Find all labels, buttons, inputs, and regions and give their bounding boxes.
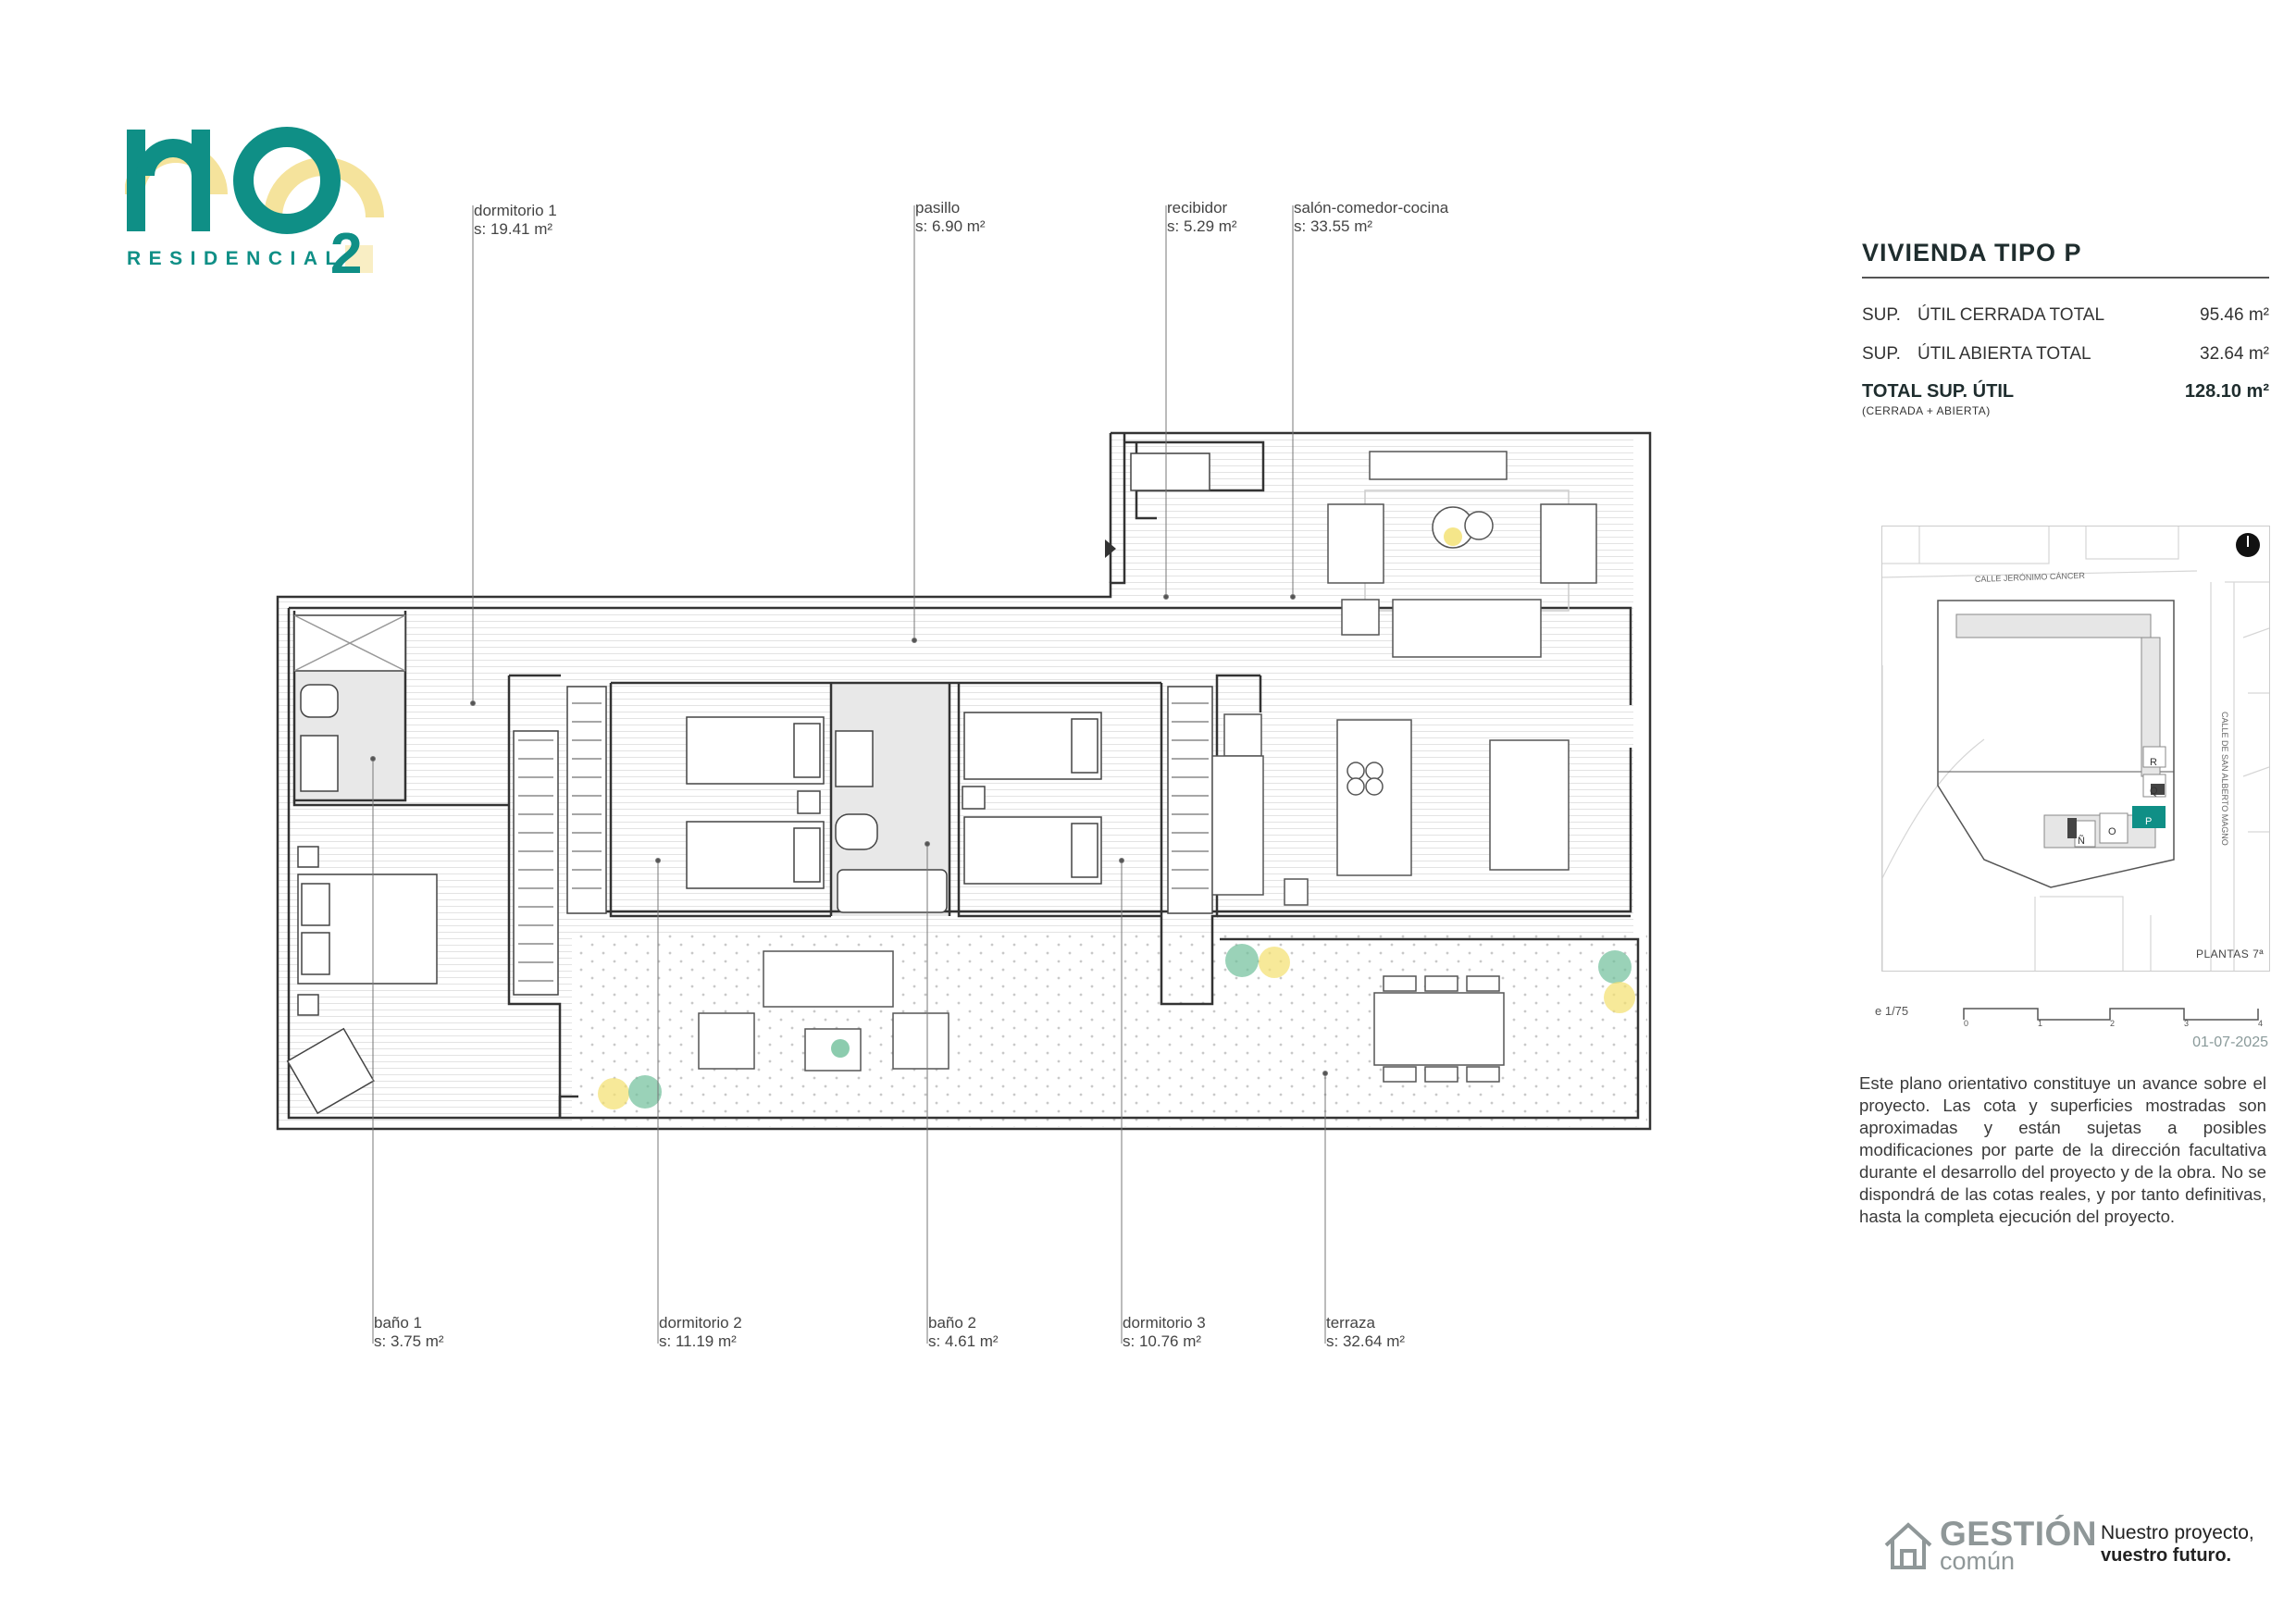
floor-label: PLANTAS 7ª: [2196, 948, 2265, 960]
footer-brand-bottom: común: [1940, 1547, 2016, 1575]
wardrobes: [513, 452, 1213, 996]
summary-row-total: TOTAL SUP. ÚTIL 128.10 m²: [1862, 381, 2269, 402]
svg-text:CALLE JERÓNIMO CÁNCER: CALLE JERÓNIMO CÁNCER: [1975, 571, 2086, 584]
bath-fixtures: [293, 614, 986, 1016]
svg-text:O: O: [2108, 826, 2116, 837]
logo-graphic: 2 2: [124, 127, 384, 286]
svg-text:4: 4: [2258, 1019, 2263, 1027]
summary-row-open: SUP. ÚTIL ABIERTA TOTAL 32.64 m²: [1862, 344, 2269, 364]
svg-text:P: P: [2145, 816, 2152, 827]
entrance-arrow-icon: [1105, 539, 1116, 558]
site-map: R Q P O Ñ CALLE JERÓNIMO CÁNCER CALLE DE…: [1881, 526, 2270, 972]
footer-slogan-line2: vuestro futuro.: [2101, 1545, 2232, 1566]
svg-text:2: 2: [330, 222, 362, 278]
svg-text:3: 3: [2184, 1019, 2189, 1027]
leader-lines: [370, 205, 1328, 1344]
svg-text:R: R: [2150, 757, 2157, 768]
site-map-graphic: R Q P O Ñ CALLE JERÓNIMO CÁNCER CALLE DE…: [1882, 527, 2269, 971]
logo: 2 2: [124, 120, 403, 286]
svg-text:Q: Q: [2150, 786, 2158, 797]
logo-subtitle: RESIDENCIAL: [127, 248, 345, 269]
svg-text:2: 2: [2110, 1019, 2115, 1027]
walls: [276, 431, 1652, 1131]
plants: [598, 527, 1635, 1109]
summary-total-subtitle: (CERRADA + ABIERTA): [1862, 404, 1991, 417]
svg-text:CALLE DE SAN ALBERTO MAGNO: CALLE DE SAN ALBERTO MAGNO: [2220, 712, 2229, 846]
living-furniture: [1211, 451, 1597, 906]
plan-date: 01-07-2025: [2192, 1035, 2268, 1050]
svg-text:0: 0: [1964, 1019, 1968, 1027]
svg-text:1: 1: [2038, 1019, 2042, 1027]
dwelling-title: VIVIENDA TIPO P: [1862, 239, 2082, 266]
svg-text:Ñ: Ñ: [2078, 835, 2085, 847]
summary-row-closed: SUP. ÚTIL CERRADA TOTAL 95.46 m²: [1862, 305, 2269, 325]
house-icon: [1884, 1522, 1932, 1569]
beds: [286, 712, 1102, 1115]
footer-slogan-line1: Nuestro proyecto,: [2101, 1522, 2254, 1543]
title-divider: [1862, 277, 2269, 279]
footer-brand-top: GESTIÓN: [1940, 1515, 2098, 1553]
disclaimer-note: Este plano orientativo constituye un ava…: [1859, 1073, 2266, 1226]
terrace-furniture: [698, 950, 1505, 1083]
scale-label: e 1/75: [1875, 1004, 1909, 1018]
scale-bar: 0 1 2 3 4: [1963, 1008, 2263, 1027]
